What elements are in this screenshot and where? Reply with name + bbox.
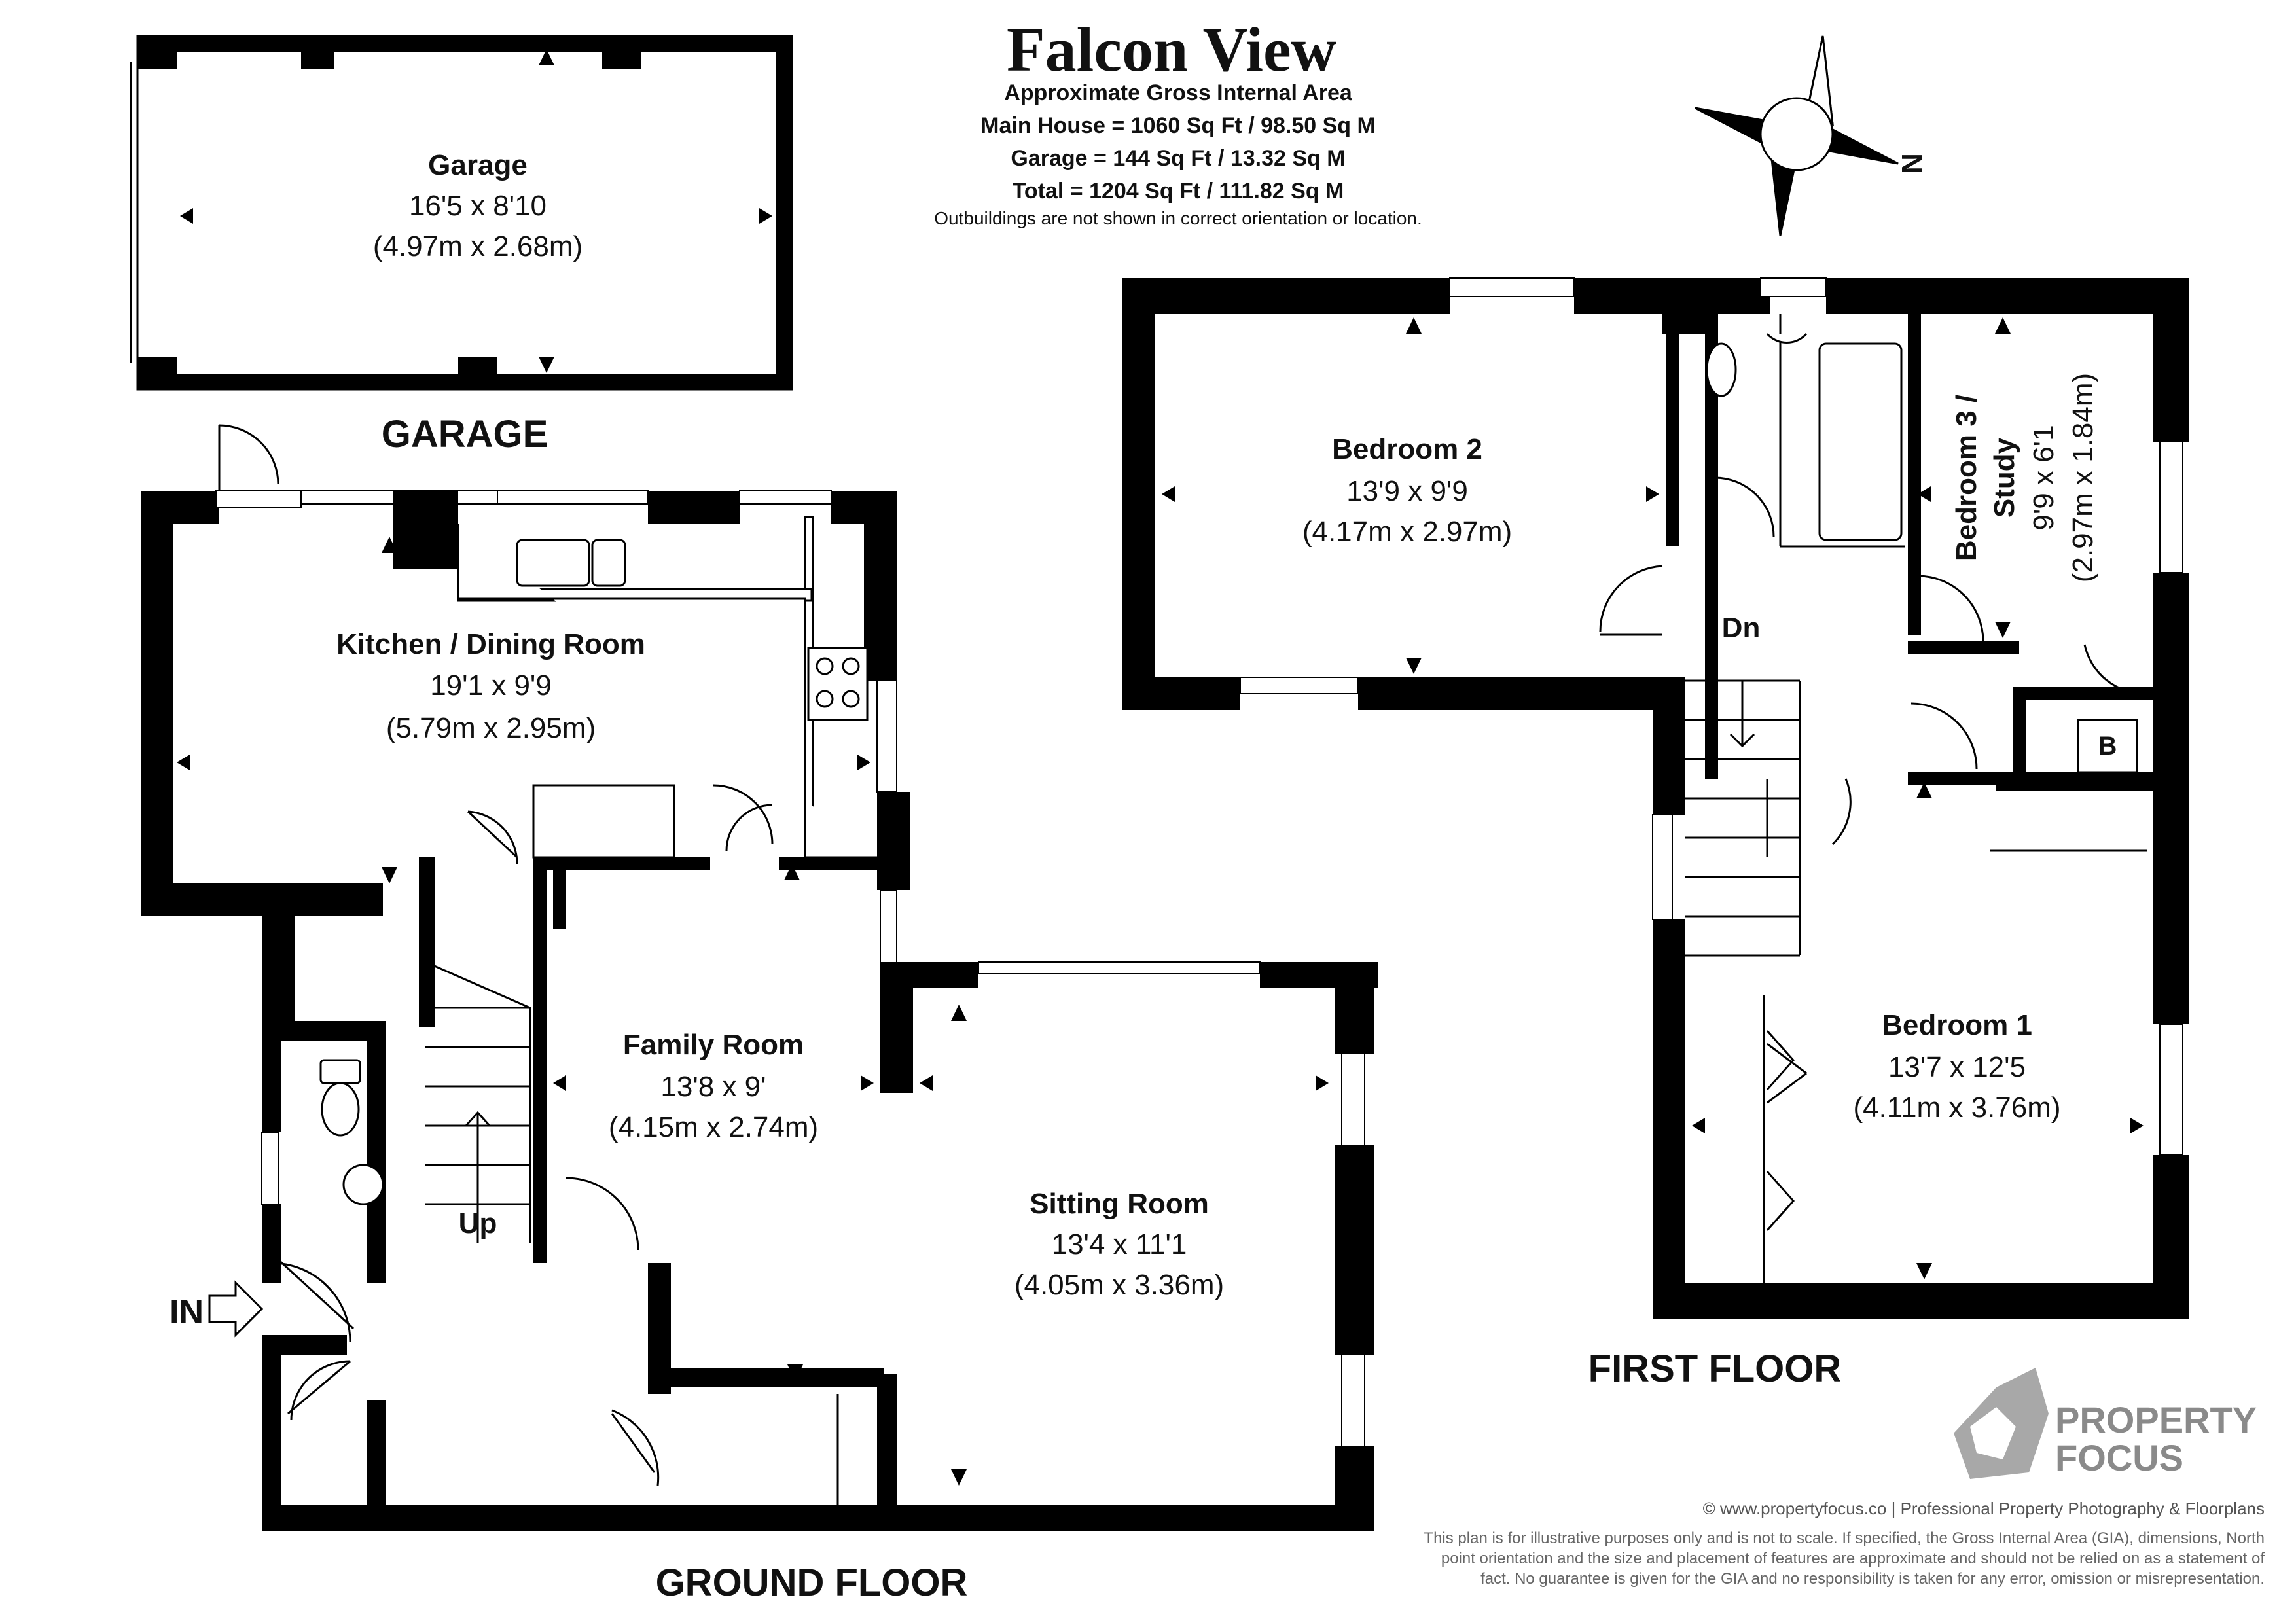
north-label: N (1895, 153, 1928, 174)
room-name: Family Room (622, 1029, 804, 1061)
first-stairs (1685, 679, 1801, 957)
room-metric: (4.15m x 2.74m) (608, 1111, 819, 1143)
ground-stairs (425, 961, 531, 1243)
room-metric: (2.97m x 1.84m) (2067, 372, 2099, 583)
kitchen-fittings (457, 524, 877, 859)
room-imperial: 9'9 x 6'1 (2028, 425, 2060, 531)
room-metric: (4.97m x 2.68m) (372, 230, 583, 262)
ground-doors (218, 424, 839, 1505)
dimension-arrows (177, 49, 2144, 1486)
brand-line2: FOCUS (2055, 1437, 2183, 1478)
area-garage: Garage = 144 Sq Ft / 13.32 Sq M (1011, 146, 1346, 171)
room-name: Kitchen / Dining Room (336, 628, 645, 660)
area-heading: Approximate Gross Internal Area (1004, 80, 1352, 105)
floor-label-first: FIRST FLOOR (1588, 1347, 1842, 1390)
room-imperial: 13'9 x 9'9 (1346, 475, 1468, 507)
stairs-up-label: Up (458, 1207, 497, 1240)
room-imperial: 13'8 x 9' (660, 1071, 766, 1103)
first-doors (1599, 476, 2147, 1283)
footer-disclaimer-1: This plan is for illustrative purposes o… (1424, 1529, 2265, 1547)
bathroom-fittings (1706, 314, 2138, 774)
room-name-line1: Bedroom 3 / (1950, 394, 1982, 562)
stairs-down-label: Dn (1721, 612, 1761, 644)
room-name: Bedroom 2 (1332, 433, 1482, 465)
area-note: Outbuildings are not shown in correct or… (934, 208, 1422, 228)
entrance-arrow (208, 1280, 264, 1338)
boiler-label: B (2098, 732, 2117, 760)
compass-icon (1695, 35, 1899, 236)
room-name: Bedroom 1 (1882, 1009, 2032, 1041)
room-metric: (4.05m x 3.36m) (1014, 1269, 1225, 1301)
area-total: Total = 1204 Sq Ft / 111.82 Sq M (1012, 179, 1344, 204)
garage-plan (130, 35, 793, 391)
entrance-label: IN (170, 1293, 204, 1331)
room-bedroom-3: Bedroom 3 / Study 9'9 x 6'1 (2.97m x 1.8… (1931, 314, 2140, 641)
wc-fittings (319, 1059, 384, 1205)
footer-disclaimer-3: fact. No guarantee is given for the GIA … (1480, 1570, 2265, 1588)
property-focus-logo (1954, 1368, 2049, 1479)
room-name: Garage (428, 149, 528, 181)
room-imperial: 16'5 x 8'10 (408, 190, 547, 222)
room-imperial: 13'7 x 12'5 (1888, 1051, 2026, 1083)
floor-label-garage: GARAGE (381, 413, 548, 455)
room-imperial: 19'1 x 9'9 (430, 669, 552, 702)
room-name: Sitting Room (1030, 1188, 1209, 1220)
room-imperial: 13'4 x 11'1 (1051, 1228, 1187, 1260)
floor-label-ground: GROUND FLOOR (655, 1561, 968, 1604)
page-title: Falcon View (1007, 14, 1336, 84)
brand-line1: PROPERTY (2055, 1399, 2257, 1440)
area-main-house: Main House = 1060 Sq Ft / 98.50 Sq M (980, 113, 1376, 138)
room-metric: (4.11m x 3.76m) (1853, 1092, 2061, 1124)
footer-disclaimer-2: point orientation and the size and place… (1441, 1550, 2265, 1567)
room-name-line2: Study (1988, 437, 2020, 518)
room-metric: (5.79m x 2.95m) (386, 712, 596, 744)
room-metric: (4.17m x 2.97m) (1302, 516, 1513, 548)
footer-credit: © www.propertyfocus.co | Professional Pr… (1702, 1499, 2265, 1518)
first-floor-plan (1122, 277, 2189, 1319)
